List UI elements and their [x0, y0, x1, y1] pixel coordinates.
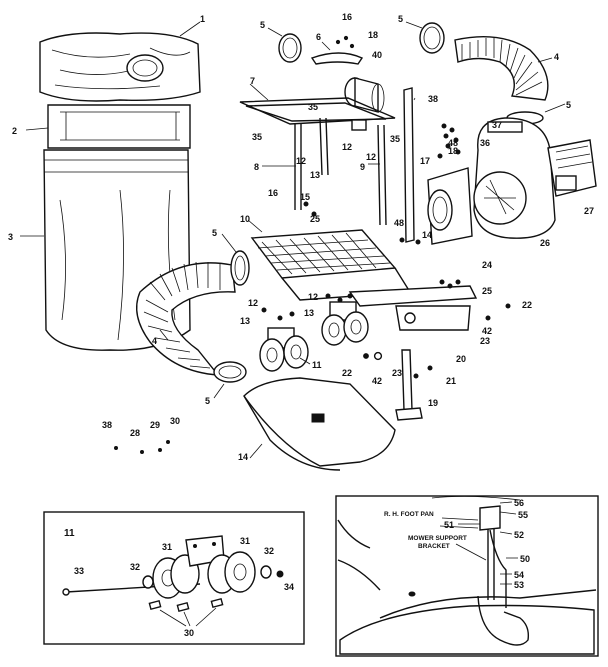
- part-label-13: 13: [240, 316, 250, 326]
- inset-mower-support: R. H. FOOT PAN MOWER SUPPORT BRACKET 56 …: [335, 495, 599, 657]
- part-label-37: 37: [492, 120, 502, 130]
- inset-label-53: 53: [514, 580, 524, 590]
- part-label-22: 22: [342, 368, 352, 378]
- mounting-hardware: [114, 35, 511, 454]
- part-label-35: 35: [308, 102, 318, 112]
- mower-shield: [243, 377, 396, 471]
- part-labels: 1 2 3 4 4 5 5 5 5 5 6 7 8 9 10 11 12 12 …: [8, 12, 594, 462]
- upright-post: [403, 87, 415, 243]
- inset-label-56: 56: [514, 498, 524, 508]
- mounting-grille: [250, 229, 412, 301]
- part-label-9: 9: [360, 162, 365, 172]
- part-label-12: 12: [366, 152, 376, 162]
- part-label-30: 30: [170, 416, 180, 426]
- part-label-12: 12: [342, 142, 352, 152]
- part-label-11: 11: [312, 360, 322, 370]
- hose-adapter: [344, 77, 385, 113]
- inset-label-31: 31: [240, 536, 250, 546]
- wheel-assembly-left: [259, 327, 309, 372]
- part-label-3: 3: [8, 232, 13, 242]
- part-label-42: 42: [372, 376, 382, 386]
- inset-label-52: 52: [514, 530, 524, 540]
- wheel-assembly-right: [321, 301, 369, 346]
- inset-label-33: 33: [74, 566, 84, 576]
- inset-label-50: 50: [520, 554, 530, 564]
- inset-label-30: 30: [184, 628, 194, 638]
- part-label-5: 5: [260, 20, 265, 30]
- part-label-5: 5: [566, 100, 571, 110]
- inset-label-34: 34: [284, 582, 294, 592]
- bracket-note-line1: MOWER SUPPORT: [408, 535, 467, 542]
- stand: [395, 349, 423, 421]
- part-label-4: 4: [554, 52, 559, 62]
- part-label-40: 40: [372, 50, 382, 60]
- part-label-25: 25: [482, 286, 492, 296]
- inset-label-51: 51: [444, 520, 454, 530]
- part-label-28: 28: [130, 428, 140, 438]
- part-label-48: 48: [448, 138, 458, 148]
- part-label-2: 2: [12, 126, 17, 136]
- part-label-42: 42: [482, 326, 492, 336]
- part-label-16: 16: [342, 12, 352, 22]
- part-label-29: 29: [150, 420, 160, 430]
- foot-pan-note: R. H. FOOT PAN: [384, 511, 434, 518]
- part-label-38: 38: [428, 94, 438, 104]
- blower-housing: [473, 117, 556, 239]
- part-label-4: 4: [152, 336, 157, 346]
- part-label-17: 17: [420, 156, 430, 166]
- inset-label-32: 32: [130, 562, 140, 572]
- bag-top-cover: [39, 32, 201, 102]
- part-label-18: 18: [448, 146, 458, 156]
- part-label-25: 25: [310, 214, 320, 224]
- part-label-38: 38: [102, 420, 112, 430]
- part-label-5: 5: [398, 14, 403, 24]
- adapter-plate: [427, 167, 473, 245]
- support-frame: [239, 97, 396, 226]
- part-label-5: 5: [212, 228, 217, 238]
- part-label-8: 8: [254, 162, 259, 172]
- part-label-24: 24: [482, 260, 492, 270]
- part-label-21: 21: [446, 376, 456, 386]
- part-label-36: 36: [480, 138, 490, 148]
- inset-label-54: 54: [514, 570, 524, 580]
- part-label-19: 19: [428, 398, 438, 408]
- part-label-14: 14: [422, 230, 432, 240]
- inset-wheel-assembly: 11 31 31 32 32 33 34 30: [43, 511, 305, 645]
- part-label-48: 48: [394, 218, 404, 228]
- hitch-bracket: [348, 285, 478, 331]
- part-label-20: 20: [456, 354, 466, 364]
- part-label-16: 16: [268, 188, 278, 198]
- part-label-23: 23: [392, 368, 402, 378]
- part-label-35: 35: [252, 132, 262, 142]
- flex-hose-upper: [454, 35, 549, 101]
- part-label-26: 26: [540, 238, 550, 248]
- part-label-10: 10: [240, 214, 250, 224]
- part-label-27: 27: [584, 206, 594, 216]
- part-label-12: 12: [296, 156, 306, 166]
- bracket-note-line2: BRACKET: [418, 543, 450, 550]
- part-label-5: 5: [205, 396, 210, 406]
- part-label-35: 35: [390, 134, 400, 144]
- bag-frame: [47, 104, 191, 149]
- leader-lines: [20, 21, 566, 459]
- inset-wheel-title: 11: [64, 528, 75, 539]
- part-label-12: 12: [308, 292, 318, 302]
- part-label-22: 22: [522, 300, 532, 310]
- part-label-12: 12: [248, 298, 258, 308]
- inset-label-31: 31: [162, 542, 172, 552]
- part-label-7: 7: [250, 76, 255, 86]
- part-label-1: 1: [200, 14, 205, 24]
- inset-label-55: 55: [518, 510, 528, 520]
- inset-label-32: 32: [264, 546, 274, 556]
- part-label-13: 13: [304, 308, 314, 318]
- part-label-15: 15: [300, 192, 310, 202]
- part-label-14: 14: [238, 452, 248, 462]
- part-label-18: 18: [368, 30, 378, 40]
- engine: [547, 139, 597, 197]
- part-label-23: 23: [480, 336, 490, 346]
- part-label-13: 13: [310, 170, 320, 180]
- deflector: [310, 52, 364, 65]
- part-label-6: 6: [316, 32, 321, 42]
